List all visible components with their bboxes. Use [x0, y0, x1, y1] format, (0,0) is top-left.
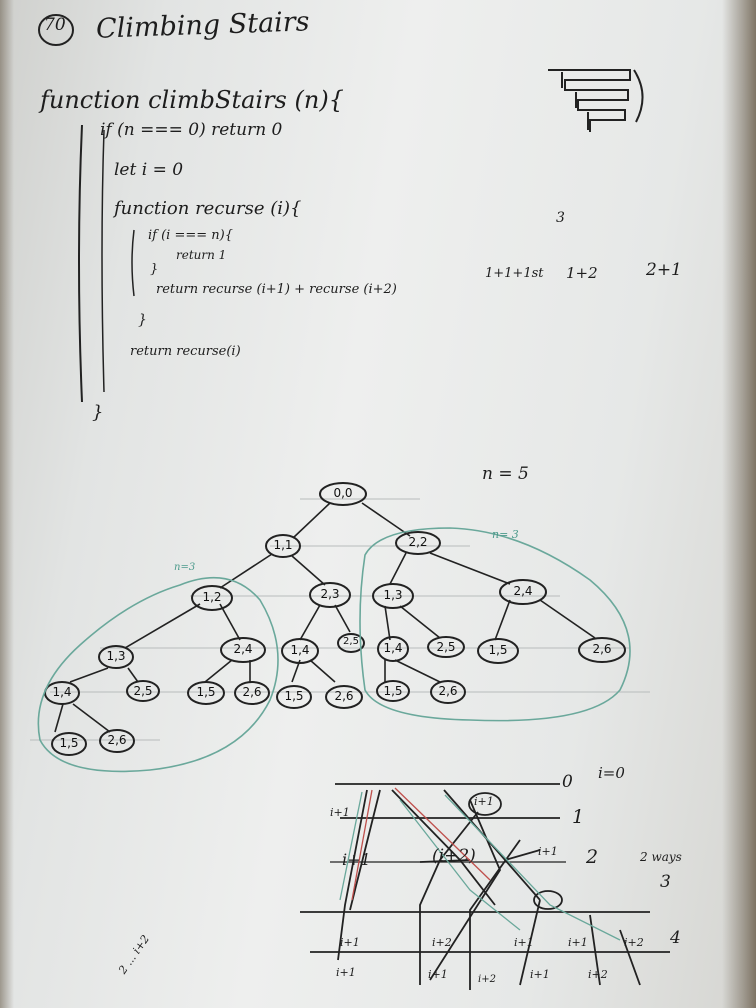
tree-node: 2,5	[133, 684, 153, 698]
tree-node: 0,0	[333, 486, 353, 500]
problem-number: 70	[44, 15, 66, 35]
note-combo-b: 1+2	[566, 264, 598, 282]
tree-node: 2,4	[513, 584, 533, 598]
stairs-label: i+1	[428, 968, 448, 981]
code-line-9: }	[138, 312, 147, 328]
tree-node: 2,6	[107, 733, 127, 747]
stairs-label: i+2	[624, 936, 644, 949]
stairs-label: i+1	[330, 806, 350, 819]
stairs-label: i+1	[538, 845, 558, 858]
tree-node: 1,5	[59, 736, 79, 750]
tree-node: 1,5	[196, 685, 216, 699]
note-three: 3	[556, 210, 565, 226]
stairs-level-4: 4	[670, 928, 681, 948]
code-line-4: function recurse (i){	[114, 198, 302, 219]
tree-node-outlines	[44, 482, 626, 756]
stairs-level-1: 1	[572, 806, 585, 828]
tree-node: 2,2	[408, 535, 428, 549]
inner-bracket	[131, 229, 135, 297]
stairs-label: i+1	[336, 966, 356, 979]
tree-node: 1,3	[383, 588, 403, 602]
tree-node: 2,4	[233, 642, 253, 656]
code-line-3: let i = 0	[114, 160, 184, 180]
tree-node: 2,6	[334, 689, 354, 703]
group-right-label: n= 3	[492, 528, 519, 541]
tree-node: 1,3	[106, 649, 126, 663]
stairs-label: i+2	[478, 974, 496, 985]
tree-node: 2,5	[343, 636, 359, 647]
tree-edges	[54, 502, 596, 733]
stairs-label: i+1	[514, 936, 534, 949]
tree-node: 1,1	[273, 538, 293, 552]
stairs-level-2: 2	[586, 846, 599, 868]
stairs-red-paths	[351, 787, 491, 901]
code-line-5: if (i === n){	[148, 228, 233, 243]
stairs-label: i+1	[568, 936, 588, 949]
staircase-doodle-icon	[548, 69, 644, 132]
board-shadow-right	[722, 0, 756, 1008]
code-line-10: return recurse(i)	[130, 344, 241, 359]
note-combo-c: 2+1	[646, 260, 682, 280]
tree-node: 2,3	[320, 587, 340, 601]
tree-node: 2,6	[242, 685, 262, 699]
stairs-green-paths	[339, 791, 621, 941]
stairs-top-label: i=0	[598, 764, 625, 782]
function-bracket	[78, 124, 83, 403]
subtree-group-loops	[37, 527, 631, 773]
tree-node: 1,4	[290, 643, 310, 657]
stairs-level-3: 3	[660, 872, 671, 892]
stairs-diagram	[300, 783, 670, 990]
group-left-label: n=3	[174, 562, 196, 573]
note-combo-a: 1+1+1st	[485, 266, 544, 281]
tree-guide-lines	[30, 498, 650, 741]
title-number-circle	[38, 14, 74, 46]
tree-node: 1,5	[488, 643, 508, 657]
tree-node: 1,5	[383, 684, 403, 698]
tree-node: 2,5	[436, 640, 456, 654]
tree-node: 2,6	[438, 684, 458, 698]
code-line-1: function climbStairs (n){	[40, 86, 344, 114]
stairs-ways: 2 ways	[640, 850, 682, 864]
code-line-8: return recurse (i+1) + recurse (i+2)	[156, 282, 397, 297]
stairs-level-0: 0	[562, 772, 573, 792]
code-line-2: if (n === 0) return 0	[100, 120, 283, 140]
code-line-7: }	[150, 262, 159, 277]
stairs-label: (i+2)	[432, 846, 476, 866]
stairs-label: i+2	[432, 936, 452, 949]
code-line-6: return 1	[176, 248, 227, 262]
body-bracket	[101, 129, 105, 393]
tree-node: 1,4	[383, 641, 403, 655]
stairs-label: i+2	[588, 968, 608, 981]
tree-node: 1,4	[52, 685, 72, 699]
stairs-label: i+1	[340, 936, 360, 949]
stairs-label: i+1	[342, 850, 371, 869]
tree-node: 1,2	[202, 590, 222, 604]
stairs-label: i+1	[474, 795, 494, 808]
code-line-11: }	[92, 402, 104, 423]
tree-node: 1,5	[284, 689, 304, 703]
board-shadow-left	[0, 0, 14, 1008]
tree-node: 2,6	[592, 642, 612, 656]
tree-n-label: n = 5	[482, 464, 529, 484]
stairs-label: i+1	[530, 968, 550, 981]
